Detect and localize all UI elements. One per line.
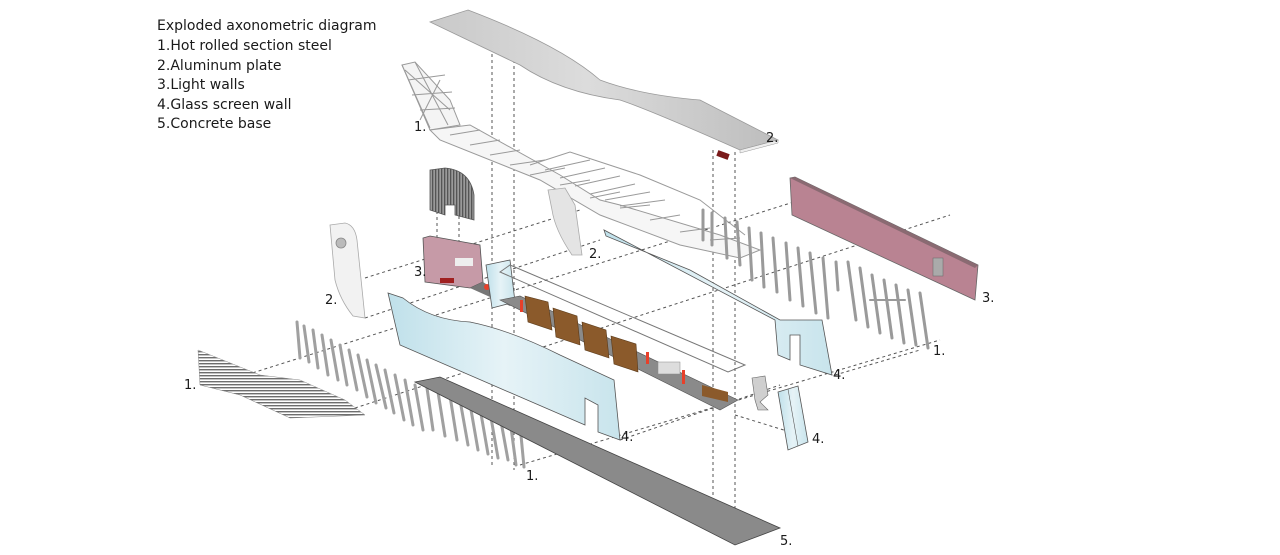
callout-labels: 2. 1. 3. 3. 2. 2. 1. 1. 4. 4. 4. 1. 5. [184,120,994,549]
interior-floor [499,295,739,411]
callout-white-panel-left: 2. [325,293,337,308]
callout-white-panel-mid: 2. [589,247,601,262]
callout-left-grille: 1. [184,378,196,393]
kiosk-and-small-glass [751,375,809,451]
glass-screen-wall-front [387,292,621,441]
callout-pink-box: 3. [414,265,426,280]
concrete-base [413,376,782,546]
callout-front-fins: 1. [526,469,538,484]
legend-item-2: 2.Aluminum plate [157,57,282,74]
dark-grille-panel [429,167,475,221]
white-panel-mid [547,187,583,256]
roof-aluminum-plate [428,9,780,160]
bookshelves [524,295,639,373]
glass-screen-wall-right [603,229,833,376]
legend-title: Exploded axonometric diagram [157,18,377,34]
callout-right-fins: 1. [933,344,945,359]
callout-base: 5. [780,534,792,549]
steel-truss [401,61,762,259]
legend-item-3: 3.Light walls [157,77,245,93]
steel-grille-left [197,349,366,419]
callout-small-glass: 4. [812,432,824,447]
callout-pink-wall-right: 3. [982,291,994,306]
callout-right-glass: 4. [833,368,845,383]
callout-roof-truss: 1. [414,120,426,135]
white-panel-left [329,222,366,319]
steel-fins-right [701,208,930,350]
steel-fins-front [295,320,526,469]
legend: Exploded axonometric diagram 1.Hot rolle… [157,15,377,135]
pink-light-wall-right [789,176,979,301]
callout-roof-plate: 2. [766,131,778,146]
legend-item-5: 5.Concrete base [157,116,272,132]
legend-item-4: 4.Glass screen wall [157,96,292,113]
callout-front-glass: 4. [621,430,633,445]
glass-frame-outline [498,264,747,373]
legend-item-1: 1.Hot rolled section steel [157,38,332,54]
